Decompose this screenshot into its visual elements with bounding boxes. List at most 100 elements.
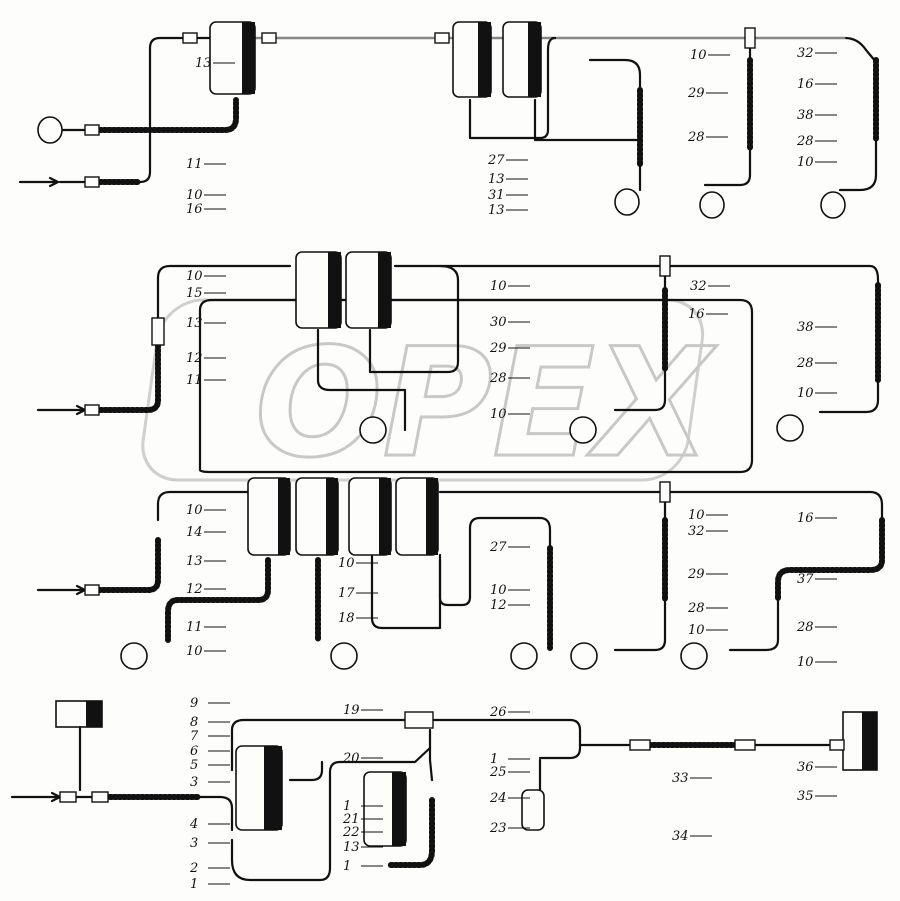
- callout-number: 10: [186, 644, 203, 659]
- fitting: [151, 317, 165, 346]
- callout-number: 13: [488, 172, 505, 187]
- callout-number: 6: [190, 744, 198, 759]
- callout-number: 27: [489, 540, 507, 555]
- pipe: [66, 795, 234, 832]
- callout-number: 32: [688, 524, 705, 539]
- callout-number: 16: [797, 77, 814, 92]
- callout-number: 10: [490, 407, 507, 422]
- brake-chamber: [614, 188, 640, 216]
- callout-number: 9: [190, 696, 198, 711]
- fitting: [84, 584, 100, 596]
- callout-number: 17: [338, 586, 355, 601]
- callout-number: 3: [190, 775, 198, 790]
- callout-number: 10: [797, 386, 814, 401]
- fitting: [829, 739, 845, 751]
- pipe: [18, 176, 60, 188]
- brake-chamber: [330, 642, 358, 670]
- callout-number: 10: [797, 155, 814, 170]
- fitting: [91, 791, 109, 803]
- callout-number: 19: [343, 703, 360, 718]
- panel-4: [10, 700, 878, 882]
- callout-number: 28: [687, 601, 705, 616]
- callout-number: 13: [488, 203, 505, 218]
- callout-number: 10: [490, 583, 507, 598]
- svg-text:OPEX: OPEX: [255, 317, 717, 491]
- fitting: [84, 124, 100, 136]
- callout-number: 10: [186, 188, 203, 203]
- brake-chamber: [569, 416, 597, 444]
- panel-1: [18, 21, 879, 219]
- callout-number: 10: [186, 269, 203, 284]
- pipe: [468, 36, 557, 140]
- callout-number: 25: [489, 765, 507, 780]
- pipe: [198, 298, 754, 474]
- pipe: [36, 404, 87, 416]
- callout-number: 12: [186, 582, 203, 597]
- callout-number: 31: [488, 188, 505, 203]
- callout-number: 13: [186, 316, 203, 331]
- callout-number: 37: [797, 572, 814, 587]
- pipe: [588, 58, 642, 192]
- pipe: [428, 718, 582, 760]
- pipe: [288, 760, 324, 782]
- fitting: [84, 176, 100, 188]
- callout-number: 11: [186, 157, 203, 172]
- pipe: [230, 718, 412, 772]
- fitting: [59, 791, 77, 803]
- callout-number: 16: [797, 511, 814, 526]
- pipe: [428, 728, 434, 782]
- pipe: [393, 264, 880, 414]
- callout-number: 10: [688, 623, 705, 638]
- callout-number: 5: [190, 758, 198, 773]
- callout-number: 1: [343, 859, 351, 874]
- brake-chamber: [570, 642, 598, 670]
- pipe: [316, 328, 407, 432]
- callout-number: 14: [186, 525, 203, 540]
- tee-fitting: [744, 27, 756, 49]
- brake-chamber: [37, 116, 63, 144]
- callout-number: 7: [190, 729, 199, 744]
- pipe: [36, 584, 87, 596]
- callout-number: 32: [690, 279, 707, 294]
- pipe: [368, 264, 460, 374]
- pipe: [10, 791, 62, 803]
- callout-number: 1: [490, 752, 498, 767]
- callout-number: 22: [342, 825, 360, 840]
- pipe: [703, 36, 752, 187]
- callout-number: 29: [687, 86, 705, 101]
- callout-number: 29: [687, 567, 705, 582]
- fitting: [261, 32, 277, 44]
- callout-number: 15: [186, 286, 203, 301]
- callout-number: 28: [796, 356, 814, 371]
- callout-number: 38: [797, 320, 814, 335]
- callout-number: 33: [672, 771, 689, 786]
- hose: [775, 517, 885, 603]
- callout-number: 8: [190, 715, 198, 730]
- pipe: [156, 264, 292, 320]
- tee-fitting: [404, 711, 434, 729]
- callout-number: 11: [186, 373, 203, 388]
- fitting: [434, 32, 450, 44]
- brake-chamber: [699, 191, 725, 219]
- watermark: OPEX: [141, 298, 718, 493]
- callout-number: 28: [796, 620, 814, 635]
- callout-number: 34: [672, 829, 689, 844]
- callout-number: 4: [189, 817, 198, 832]
- pipe: [156, 490, 252, 522]
- callout-number: 35: [797, 789, 814, 804]
- callout-number: 28: [687, 130, 705, 145]
- hose: [92, 537, 161, 593]
- pipe: [58, 36, 227, 184]
- callout-number: 13: [343, 840, 360, 855]
- fitting: [629, 739, 651, 751]
- hose: [387, 797, 435, 868]
- pipe: [438, 490, 884, 550]
- callout-number: 12: [490, 598, 507, 613]
- brake-chamber: [359, 416, 387, 444]
- pipe: [613, 490, 667, 652]
- callout-number: 1: [190, 877, 198, 892]
- pipe: [533, 98, 642, 142]
- brake-chamber: [680, 642, 708, 670]
- callout-number: 16: [688, 307, 705, 322]
